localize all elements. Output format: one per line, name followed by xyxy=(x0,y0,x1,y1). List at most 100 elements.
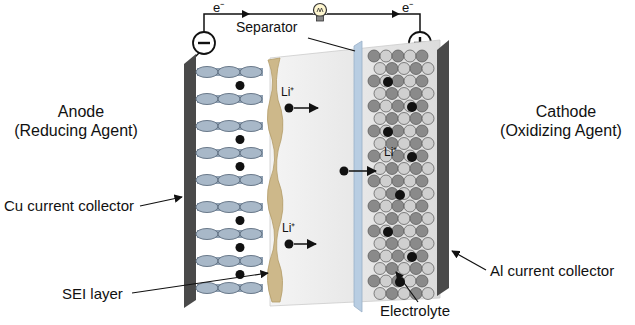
graphite-grain xyxy=(196,94,218,105)
oxide-particle xyxy=(368,250,380,262)
oxide-particle xyxy=(422,88,434,100)
graphite-grain xyxy=(196,202,218,213)
oxide-particle xyxy=(422,263,434,275)
oxide-particle xyxy=(368,125,380,137)
oxide-particle xyxy=(368,175,380,187)
oxide-particle xyxy=(368,150,380,162)
oxide-particle xyxy=(392,75,404,87)
oxide-particle xyxy=(392,200,404,212)
oxide-particle xyxy=(392,175,404,187)
lithium-atom xyxy=(407,152,417,162)
oxide-particle xyxy=(386,88,398,100)
oxide-particle xyxy=(422,63,434,75)
oxide-particle xyxy=(380,50,392,62)
oxide-particle xyxy=(392,100,404,112)
oxide-particle xyxy=(368,200,380,212)
oxide-particle xyxy=(380,100,392,112)
cathode-particles xyxy=(368,50,434,300)
oxide-particle xyxy=(410,138,422,150)
cu-current-collector xyxy=(184,54,196,308)
graphite-grain xyxy=(240,256,262,267)
oxide-particle xyxy=(422,138,434,150)
oxide-particle xyxy=(374,88,386,100)
oxide-particle xyxy=(368,225,380,237)
al-current-collector xyxy=(437,40,449,296)
lithium-atom xyxy=(236,243,245,252)
separator xyxy=(354,41,362,312)
oxide-particle xyxy=(392,50,404,62)
oxide-particle xyxy=(416,75,428,87)
oxide-particle xyxy=(380,75,392,87)
electron-arrow xyxy=(392,10,400,18)
oxide-particle xyxy=(422,163,434,175)
lithium-atom xyxy=(383,77,393,87)
oxide-particle xyxy=(422,188,434,200)
oxide-particle xyxy=(404,75,416,87)
graphite-grain xyxy=(240,202,262,213)
oxide-particle xyxy=(374,213,386,225)
oxide-particle xyxy=(374,163,386,175)
oxide-particle xyxy=(404,225,416,237)
part-label: Separator xyxy=(236,19,297,35)
oxide-particle xyxy=(386,238,398,250)
oxide-particle xyxy=(386,163,398,175)
oxide-particle xyxy=(422,288,434,300)
oxide-particle xyxy=(398,88,410,100)
oxide-particle xyxy=(380,275,392,287)
oxide-particle xyxy=(374,188,386,200)
oxide-particle xyxy=(386,213,398,225)
graphite-grain xyxy=(218,148,240,159)
oxide-particle xyxy=(398,263,410,275)
oxide-particle xyxy=(404,250,416,262)
oxide-particle xyxy=(422,113,434,125)
lithium-atom xyxy=(383,227,393,237)
oxide-particle xyxy=(416,50,428,62)
oxide-particle xyxy=(404,150,416,162)
oxide-particle xyxy=(410,113,422,125)
graphite-grain xyxy=(218,67,240,78)
graphite-grain xyxy=(240,121,262,132)
graphite-grain xyxy=(240,229,262,240)
lithium-atom xyxy=(236,216,245,225)
oxide-particle xyxy=(416,200,428,212)
oxide-particle xyxy=(392,125,404,137)
oxide-particle xyxy=(380,175,392,187)
oxide-particle xyxy=(368,275,380,287)
oxide-particle xyxy=(410,163,422,175)
sei-layer xyxy=(267,58,282,302)
electron-arrow xyxy=(242,10,250,18)
oxide-particle xyxy=(422,213,434,225)
oxide-particle xyxy=(380,250,392,262)
oxide-particle xyxy=(386,63,398,75)
oxide-particle xyxy=(380,225,392,237)
oxide-particle xyxy=(398,163,410,175)
oxide-particle xyxy=(380,200,392,212)
electron-label: e⁻ xyxy=(213,1,224,16)
graphite-grain xyxy=(196,175,218,186)
oxide-particle xyxy=(410,263,422,275)
oxide-particle xyxy=(398,238,410,250)
oxide-particle xyxy=(374,263,386,275)
graphite-grain xyxy=(218,202,240,213)
oxide-particle xyxy=(392,225,404,237)
oxide-particle xyxy=(404,175,416,187)
graphite-grain xyxy=(218,283,240,294)
oxide-particle xyxy=(386,113,398,125)
oxide-particle xyxy=(368,75,380,87)
oxide-particle xyxy=(416,250,428,262)
lithium-atom xyxy=(236,162,245,171)
part-label: Cu current collector xyxy=(4,197,134,214)
light-bulb xyxy=(313,3,327,21)
lithium-atom xyxy=(383,127,393,137)
graphite-grain xyxy=(240,67,262,78)
ion-label: Li⁺ xyxy=(282,222,295,236)
oxide-particle xyxy=(392,250,404,262)
graphite-grain xyxy=(196,67,218,78)
lithium-atom xyxy=(236,81,245,90)
oxide-particle xyxy=(404,50,416,62)
graphite-grain xyxy=(196,283,218,294)
graphite-grain xyxy=(218,121,240,132)
electrode-label: Cathode (Oxidizing Agent) xyxy=(495,102,627,140)
oxide-particle xyxy=(404,125,416,137)
